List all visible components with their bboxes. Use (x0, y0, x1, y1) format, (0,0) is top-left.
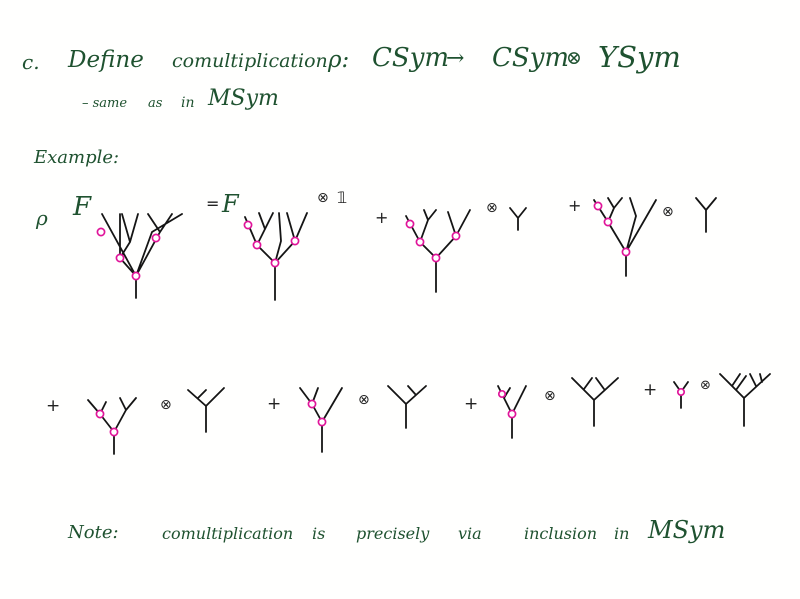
note-word-inclusion: inclusion (524, 524, 598, 543)
msym-reference: MSym (208, 86, 279, 111)
F-label-lhs: F (73, 192, 92, 222)
tree-row2-term-1 (87, 397, 137, 455)
in-word: in (181, 95, 195, 111)
tree-rhs-term-1 (243, 212, 308, 301)
tensor-symbol-7: ⊗ (700, 378, 711, 393)
as-word: as (148, 96, 163, 111)
tree-row2-cofactor-4 (719, 373, 771, 427)
tree-row2-term-4 (673, 381, 689, 409)
tensor-symbol-1: ⊗ (317, 190, 329, 206)
plus-sign-6: + (643, 380, 658, 400)
csym-target: CSym (492, 43, 570, 73)
tensor-symbol-5: ⊗ (358, 392, 370, 408)
tree-row2-cofactor-1 (187, 387, 225, 433)
F-label-rhs: F (222, 190, 239, 218)
tree-rhs-term-3 (593, 197, 657, 277)
item-label: c. (22, 50, 40, 74)
tensor-symbol-6: ⊗ (544, 388, 556, 404)
ysym-target: YSym (598, 40, 681, 74)
note-word-via: via (458, 524, 482, 543)
plus-sign-5: + (464, 394, 479, 414)
note-word-comultiplication: comultiplication (162, 524, 294, 543)
example-label: Example: (34, 147, 120, 168)
plus-sign-4: + (267, 394, 282, 414)
tensor-symbol-2: ⊗ (486, 200, 498, 216)
comultiplication-word: comultiplication (172, 50, 328, 72)
tree-rhs-term-2 (405, 209, 471, 293)
note-msym: MSym (648, 516, 726, 544)
note-word-is: is (312, 524, 326, 543)
equals-sign: = (206, 194, 220, 213)
tree-row2-cofactor-2 (387, 385, 427, 429)
note-label: Note: (68, 522, 119, 543)
plus-sign-1: + (375, 208, 389, 227)
unit-one: 𝟙 (337, 188, 348, 207)
same-as-text: – same (82, 96, 128, 111)
tensor-symbol-4: ⊗ (160, 397, 172, 413)
note-word-in: in (614, 524, 630, 543)
rho-applied: ρ (36, 206, 48, 230)
tree-single-y-2 (695, 197, 717, 233)
tree-row2-term-2 (299, 387, 343, 453)
tree-single-y-1 (509, 207, 527, 231)
tree-row2-cofactor-3 (571, 377, 619, 427)
define-word: Define (68, 47, 144, 73)
tensor-symbol-3: ⊗ (662, 204, 674, 220)
maps-to-arrow: → (446, 46, 465, 71)
tree-row2-term-3 (497, 385, 527, 439)
tree-lhs-four-leaf (96, 213, 183, 299)
rho-symbol: ρ: (328, 47, 350, 73)
tensor-symbol: ⊗ (566, 47, 582, 69)
plus-sign-2: + (568, 196, 582, 215)
note-word-precisely: precisely (356, 524, 430, 543)
csym-source: CSym (372, 43, 450, 73)
plus-sign-3: + (46, 396, 61, 416)
